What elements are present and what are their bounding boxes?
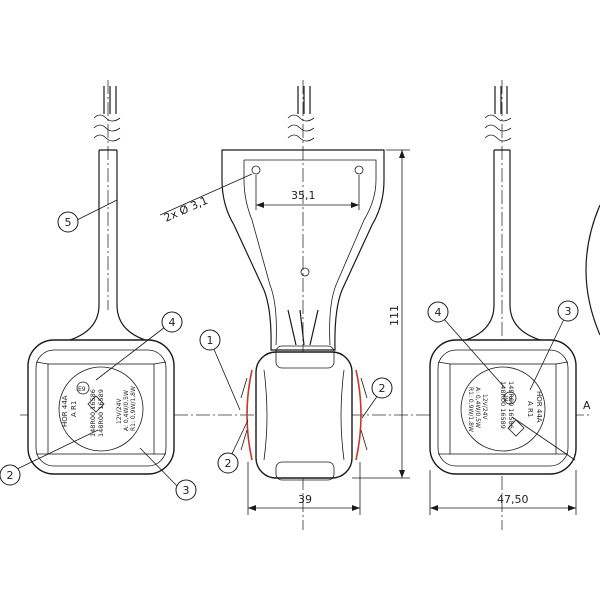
front-approval-circle	[76, 381, 90, 395]
front-power-a: A: 0,4W/0,5W	[123, 390, 130, 431]
back-voltage: 12V/24V	[481, 394, 488, 420]
svg-text:3: 3	[565, 305, 572, 318]
front-leader-4	[95, 326, 166, 381]
side-bracket-inner	[243, 159, 377, 346]
back-power-r: R1: 0,9W/1,8W	[467, 387, 474, 432]
front-approval: E9	[78, 386, 86, 393]
side-housing-band-bottom	[275, 461, 335, 481]
front-brand-diamond	[87, 395, 105, 413]
svg-text:5: 5	[65, 216, 72, 229]
side-cable-break	[287, 114, 315, 142]
svg-text:2: 2	[7, 469, 14, 482]
front-view: HOR 44A A R1 148R00 16586 148R00 16589 1…	[14, 80, 179, 488]
back-rev: A R1	[526, 401, 534, 417]
back-leader-extra	[511, 416, 576, 461]
dim-hole-spacing-text: 35,1	[291, 189, 316, 202]
side-center-hole	[300, 267, 310, 277]
side-lens-right	[355, 369, 362, 461]
svg-text:3: 3	[183, 484, 190, 497]
front-leader-3	[139, 447, 179, 488]
front-power-r: R1: 0,9W/1,8W	[130, 386, 137, 431]
svg-text:1: 1	[207, 334, 214, 347]
dim-width-side: 39	[247, 462, 361, 515]
dim-hole-diameter: 2x Ø 3,1	[159, 173, 253, 225]
side-cable-wires	[297, 86, 311, 114]
front-code1: 148R00 16586	[89, 389, 97, 437]
svg-text:2: 2	[225, 457, 232, 470]
back-lens-circle	[460, 366, 546, 452]
side-housing-band-top	[275, 345, 335, 369]
callout-3-front: 3	[175, 479, 197, 501]
callout-1-side: 1	[199, 329, 221, 351]
back-cable-wires	[494, 86, 508, 114]
back-leader-3	[529, 316, 566, 391]
front-cable-break	[93, 114, 121, 142]
front-rev: A R1	[70, 401, 78, 417]
front-leader-5	[76, 199, 118, 221]
callout-2-side-right: 2	[371, 377, 393, 399]
side-lens-left	[246, 369, 253, 461]
callout-5: 5	[57, 211, 79, 233]
side-leader-1	[212, 346, 241, 411]
back-approval-circle	[503, 391, 517, 405]
callout-2-front: 2	[0, 464, 21, 486]
svg-text:4: 4	[169, 316, 176, 329]
back-housing	[429, 339, 577, 475]
section-label-a: A	[583, 399, 591, 412]
back-housing-inner	[437, 349, 569, 467]
front-model: HOR 44A	[61, 395, 69, 427]
side-bracket-outline	[221, 149, 385, 351]
side-lens-left-cover	[240, 377, 248, 451]
back-lens-text: HOR 44A A R1 148R00 16586 148R00 16589 1…	[467, 381, 543, 432]
callout-2-side-left: 2	[217, 452, 239, 474]
side-housing	[255, 351, 353, 479]
dim-height-text: 111	[388, 305, 401, 326]
callout-4-front: 4	[161, 311, 183, 333]
front-lens-circle	[58, 366, 144, 452]
dim-hole-spacing: 35,1	[255, 175, 360, 210]
side-mount-hole-right	[354, 165, 364, 175]
back-cable-break	[484, 114, 512, 142]
back-lens-frame	[449, 363, 557, 455]
front-stem	[69, 149, 146, 341]
back-brand-diamond	[507, 419, 525, 437]
dim-height: 111	[352, 149, 410, 479]
back-view: HOR 44A A R1 148R00 16586 148R00 16589 1…	[429, 80, 600, 530]
back-lens-corners	[437, 361, 569, 455]
side-lens-right-cover	[360, 377, 368, 451]
back-stem	[465, 149, 541, 341]
back-leader-4	[442, 317, 506, 389]
callout-4-back: 4	[427, 301, 449, 323]
back-model: HOR 44A	[535, 391, 543, 423]
front-lens-frame	[47, 363, 155, 455]
svg-text:2: 2	[379, 382, 386, 395]
side-leader-2-right	[361, 394, 379, 419]
front-code2: 148R00 16589	[97, 389, 105, 437]
dim-width-back: 47,50	[429, 470, 577, 515]
svg-text:4: 4	[435, 306, 442, 319]
back-approval: E9	[505, 396, 513, 403]
back-code2: 148R00 16589	[499, 381, 507, 429]
front-housing-inner	[35, 349, 167, 467]
side-mount-hole-left	[251, 165, 261, 175]
side-view	[212, 80, 385, 530]
side-housing-ribs	[263, 369, 345, 461]
dim-hole-diameter-text: 2x Ø 3,1	[162, 194, 210, 225]
callout-3-back: 3	[557, 300, 579, 322]
front-cable-wires	[103, 86, 117, 114]
side-neck	[287, 309, 319, 346]
dim-width-back-text: 47,50	[497, 493, 529, 506]
front-voltage: 12V/24V	[116, 398, 123, 424]
side-leader-2-left	[229, 419, 249, 459]
front-leader-2	[14, 429, 99, 471]
dim-width-side-text: 39	[298, 493, 312, 506]
back-power-a: A: 0,4W/0,5W	[474, 387, 481, 428]
front-lens-corners	[35, 361, 167, 455]
back-code1: 148R00 16586	[507, 381, 515, 429]
detail-arc	[585, 204, 600, 336]
front-lens-text: HOR 44A A R1 148R00 16586 148R00 16589 1…	[61, 386, 137, 437]
